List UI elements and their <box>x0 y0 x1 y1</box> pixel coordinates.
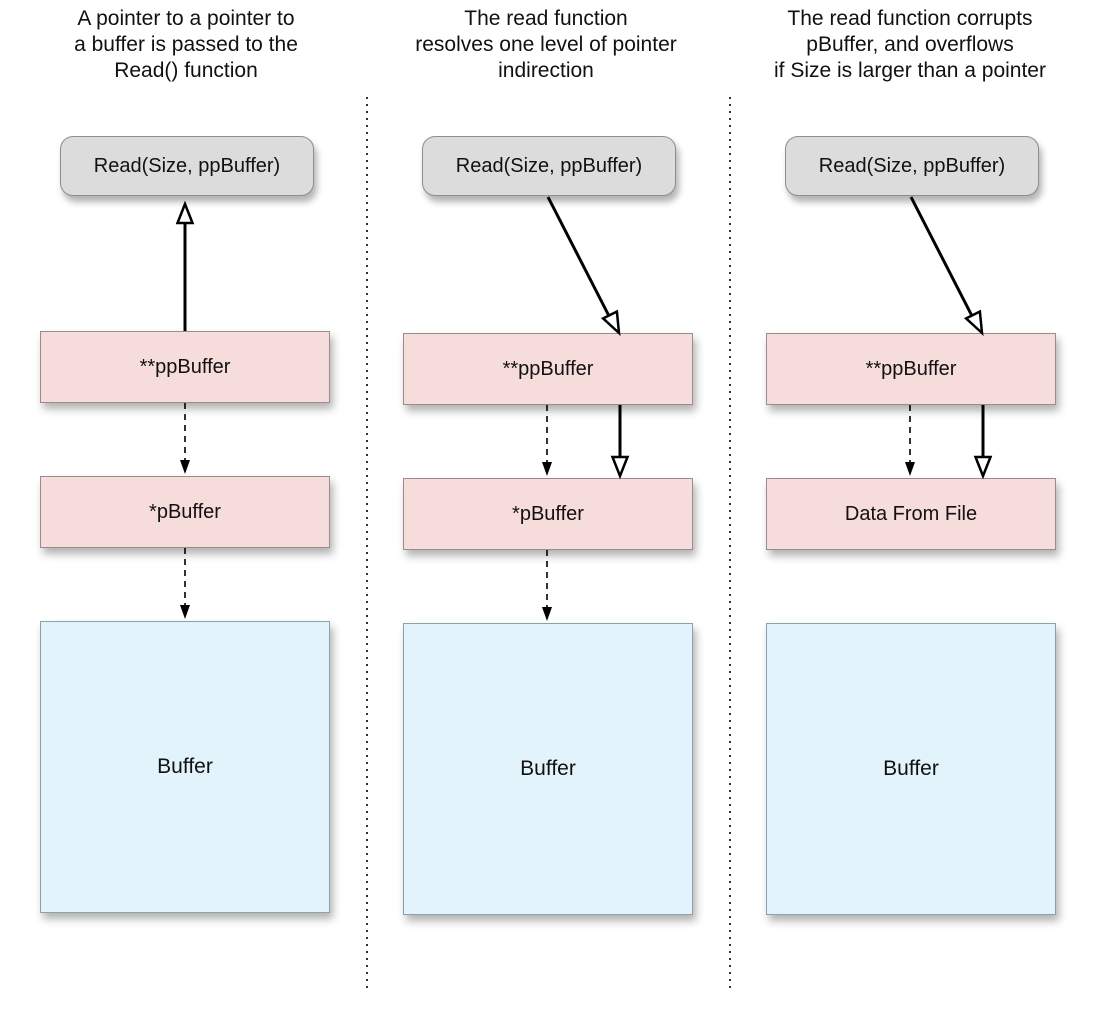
column-1-deref-arrowhead-2 <box>180 605 190 619</box>
column-3-write-arrowhead <box>973 455 993 480</box>
column-2-deref-arrowhead-1 <box>542 462 552 476</box>
column-2-caption: The read function resolves one level of … <box>415 7 677 82</box>
column-3-resolve-arrowhead <box>963 309 984 337</box>
column-2-resolve-arrowhead <box>600 309 621 337</box>
column-1-pp-buffer-box: **ppBuffer <box>40 331 330 403</box>
column-3-buffer-box: Buffer <box>766 623 1056 915</box>
column-2-buffer-box: Buffer <box>403 623 693 915</box>
column-2-resolve-arrow-line <box>546 196 611 317</box>
column-1-pass-arrowhead <box>175 200 195 225</box>
column-1-read-function-box: Read(Size, ppBuffer) <box>60 136 314 196</box>
column-3-data-from-file-box: Data From File <box>766 478 1056 550</box>
column-2-read-function-box: Read(Size, ppBuffer) <box>422 136 676 196</box>
column-1-deref-arrowhead-1 <box>180 460 190 474</box>
column-1-caption: A pointer to a pointer to a buffer is pa… <box>74 7 298 82</box>
column-2-pp-buffer-box: **ppBuffer <box>403 333 693 405</box>
column-3-deref-arrowhead <box>905 462 915 476</box>
column-2-deref-arrowhead-2 <box>542 607 552 621</box>
column-3-resolve-arrow-line <box>909 196 974 317</box>
column-2-write-arrowhead <box>610 455 630 480</box>
column-3-read-function-box: Read(Size, ppBuffer) <box>785 136 1039 196</box>
column-1-buffer-box: Buffer <box>40 621 330 913</box>
column-1-p-buffer-box: *pBuffer <box>40 476 330 548</box>
column-3-caption: The read function corrupts pBuffer, and … <box>774 7 1046 82</box>
column-2-p-buffer-box: *pBuffer <box>403 478 693 550</box>
column-3-pp-buffer-box: **ppBuffer <box>766 333 1056 405</box>
